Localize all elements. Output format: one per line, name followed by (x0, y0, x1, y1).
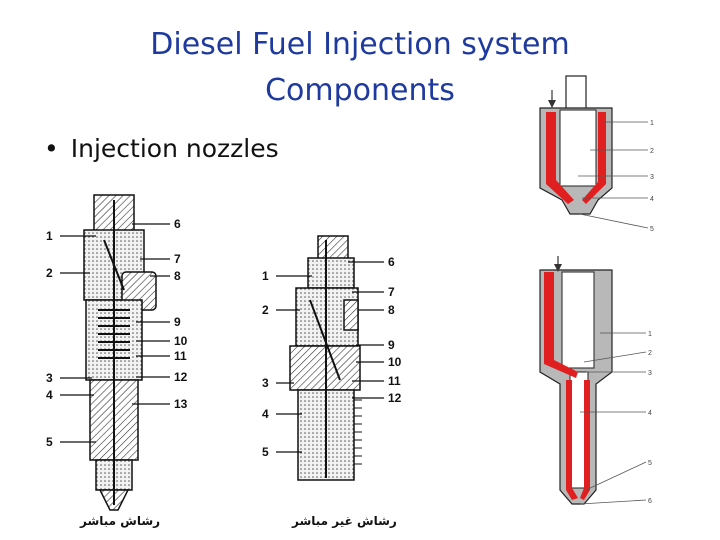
middle-nozzle-label-1: 1 (262, 269, 269, 283)
middle-nozzle-label-3: 3 (262, 376, 269, 390)
left-nozzle-label-9: 9 (174, 315, 181, 329)
bottom-right-label-3: 3 (648, 370, 652, 377)
left-nozzle-label-12: 12 (174, 370, 188, 384)
middle-nozzle-label-5: 5 (262, 445, 269, 459)
left-nozzle-label-4: 4 (46, 388, 53, 402)
top-right-label-1: 1 (650, 120, 654, 127)
bullet-item: • Injection nozzles (44, 134, 279, 163)
bullet-dot: • (44, 134, 59, 163)
middle-nozzle-label-6: 6 (388, 255, 395, 269)
top-right-label-3: 3 (650, 174, 654, 181)
left-nozzle-label-8: 8 (174, 269, 181, 283)
bottom-right-label-4: 4 (648, 410, 652, 417)
left-nozzle-label-13: 13 (174, 397, 188, 411)
caption-indirect-injection: رشاش غير مباشر (292, 514, 397, 528)
left-nozzle-label-7: 7 (174, 252, 181, 266)
left-nozzle-label-3: 3 (46, 371, 53, 385)
left-nozzle-leaders (60, 223, 170, 443)
middle-nozzle-labels: 1 2 3 4 5 6 7 8 9 10 11 12 (262, 255, 402, 459)
top-right-nozzle-labels: 1 2 3 4 5 (650, 120, 654, 233)
top-right-label-5: 5 (650, 226, 654, 233)
middle-nozzle-label-12: 12 (388, 391, 402, 405)
middle-nozzle-drawing (289, 235, 362, 481)
top-right-label-2: 2 (650, 148, 654, 155)
left-nozzle-label-2: 2 (46, 266, 53, 280)
middle-nozzle-label-11: 11 (388, 374, 401, 388)
bottom-right-label-1: 1 (648, 331, 652, 338)
title-line-1: Diesel Fuel Injection system (150, 27, 570, 62)
middle-nozzle-label-8: 8 (388, 303, 395, 317)
bottom-right-label-5: 5 (648, 460, 652, 467)
bottom-right-nozzle-drawing (539, 256, 613, 505)
middle-nozzle-leaders (276, 261, 384, 453)
left-nozzle-label-1: 1 (46, 229, 53, 243)
top-right-nozzle-drawing (539, 75, 613, 215)
top-right-nozzle-leaders (578, 121, 649, 229)
top-right-label-4: 4 (650, 196, 654, 203)
caption-direct-injection: رشاش مباشر (80, 514, 161, 528)
middle-nozzle-label-7: 7 (388, 285, 395, 299)
middle-nozzle-label-10: 10 (388, 355, 402, 369)
left-nozzle-labels: 1 2 3 4 5 6 7 8 9 10 11 12 13 (46, 217, 188, 449)
left-nozzle-drawing (83, 194, 157, 511)
left-nozzle-label-11: 11 (174, 349, 187, 363)
bottom-right-nozzle-labels: 1 2 3 4 5 6 (648, 331, 652, 505)
left-nozzle-label-10: 10 (174, 334, 188, 348)
middle-nozzle-label-9: 9 (388, 338, 395, 352)
middle-nozzle-label-2: 2 (262, 303, 269, 317)
title-line-2: Components (265, 73, 455, 108)
left-nozzle-label-6: 6 (174, 217, 181, 231)
bottom-right-label-6: 6 (648, 498, 652, 505)
bottom-right-label-2: 2 (648, 350, 652, 357)
middle-nozzle-label-4: 4 (262, 407, 269, 421)
bullet-text: Injection nozzles (70, 134, 279, 163)
left-nozzle-label-5: 5 (46, 435, 53, 449)
bottom-right-nozzle-leaders (579, 332, 647, 505)
